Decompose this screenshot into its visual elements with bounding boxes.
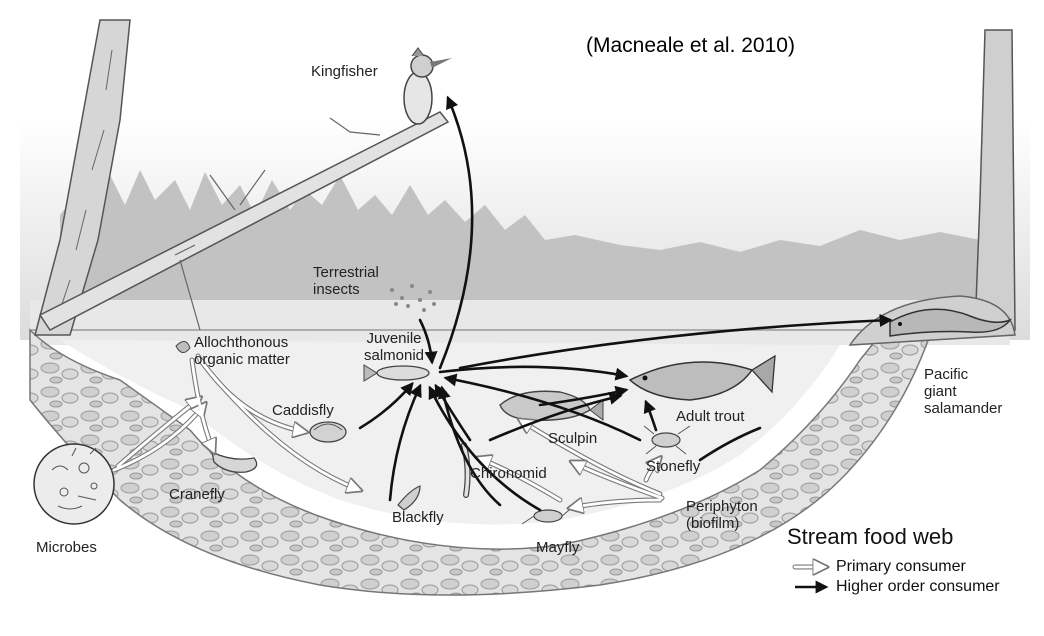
label-adult-trout: Adult trout [676, 408, 745, 425]
branch-twigs [174, 117, 381, 331]
cranefly-figure [211, 450, 258, 473]
fallen-branch [38, 111, 450, 331]
label-salamander-line2: giant [924, 383, 957, 400]
label-caddisfly: Caddisfly [272, 402, 334, 419]
legend-title: Stream food web [787, 524, 954, 549]
stream-bed [29, 328, 932, 596]
label-terrestrial-line2: insects [313, 281, 360, 298]
blackfly-figure [397, 485, 421, 511]
label-chironomid: Chironomid [470, 465, 547, 482]
higher-order-consumer-arrows [358, 95, 893, 512]
chironomid-figure [461, 442, 471, 498]
label-kingfisher: Kingfisher [311, 63, 378, 80]
caddisfly-figure [309, 421, 347, 443]
label-allochthonous: Allochthonous organic matter [194, 334, 290, 368]
label-microbes: Microbes [36, 539, 97, 556]
adult-trout-figure [628, 354, 776, 401]
legend-primary-row: Primary consumer [830, 557, 966, 577]
legend-higher-row: Higher order consumer [830, 577, 1000, 597]
label-juvenile-line2: salmonid [364, 347, 425, 364]
label-mayfly: Mayfly [536, 539, 580, 556]
citation: (Macneale et al. 2010) [586, 34, 795, 57]
pacific-giant-salamander-figure [889, 308, 1013, 337]
legend-higher-label: Higher order consumer [836, 578, 1000, 595]
left-tree-bark [59, 49, 113, 311]
label-blackfly: Blackfly [392, 509, 444, 526]
kingfisher-figure [403, 47, 452, 125]
label-allochthonous-line1: Allochthonous [194, 334, 289, 351]
distant-forest [60, 170, 1000, 330]
primary-consumer-arrows [111, 353, 665, 508]
label-pacific-giant-salamander: Pacific giant salamander [924, 366, 1002, 417]
label-salamander-line1: Pacific [924, 366, 969, 383]
label-terrestrial-insects: Terrestrial insects [313, 264, 379, 298]
label-stonefly: Stonefly [646, 458, 701, 475]
label-sculpin: Sculpin [548, 430, 598, 447]
label-allochthonous-line2: organic matter [194, 351, 290, 368]
label-terrestrial-line1: Terrestrial [313, 264, 379, 281]
label-juvenile-line1: Juvenile [366, 330, 422, 347]
allochthonous-leaf [175, 341, 191, 353]
label-periphyton-line2: (biofilm) [686, 515, 740, 532]
label-juvenile-salmonid: Juvenile salmonid [364, 330, 424, 364]
label-salamander-line3: salamander [924, 400, 1003, 417]
legend-primary-label: Primary consumer [836, 558, 966, 575]
label-cranefly: Cranefly [169, 486, 225, 503]
terrestrial-insects-cloud [390, 284, 436, 312]
left-tree-trunk [34, 19, 131, 336]
right-tree-trunk [974, 29, 1016, 331]
stonefly-figure [643, 425, 691, 455]
juvenile-salmonid-figure [363, 364, 430, 382]
label-periphyton: Periphyton (biofilm) [686, 498, 758, 532]
label-periphyton-line1: Periphyton [686, 498, 758, 515]
microbes-circle [33, 443, 115, 525]
